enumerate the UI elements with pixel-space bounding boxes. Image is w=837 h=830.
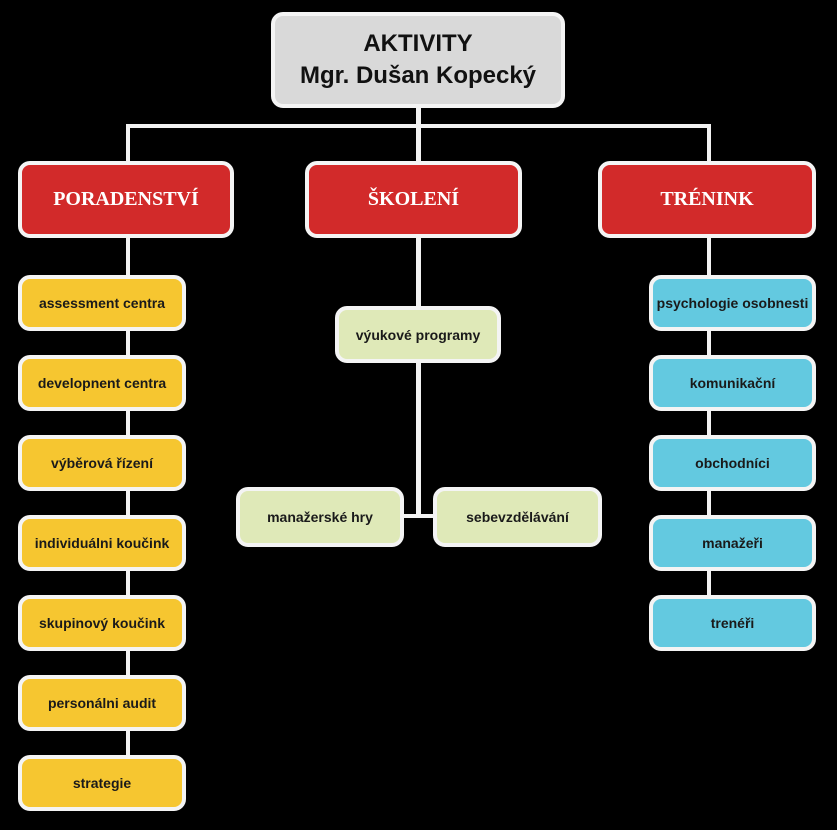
poradenstvi-item: developnent centra <box>18 355 186 411</box>
trenink-item: manažeři <box>649 515 816 571</box>
poradenstvi-item: assessment centra <box>18 275 186 331</box>
trenink-item: psychologie osobnesti <box>649 275 816 331</box>
connector <box>707 124 711 164</box>
connector <box>416 124 421 164</box>
category-skoleni: ŠKOLENÍ <box>305 161 522 238</box>
connector <box>707 235 711 600</box>
trenink-item: komunikační <box>649 355 816 411</box>
skoleni-item: výukové programy <box>335 306 501 363</box>
poradenstvi-item: výběrová řízení <box>18 435 186 491</box>
connector <box>416 106 421 128</box>
connector <box>400 514 436 518</box>
poradenstvi-item: skupinový koučink <box>18 595 186 651</box>
skoleni-item: manažerské hry <box>236 487 404 547</box>
poradenstvi-item: personálni audit <box>18 675 186 731</box>
trenink-item: trenéři <box>649 595 816 651</box>
connector <box>126 235 130 760</box>
trenink-item: obchodníci <box>649 435 816 491</box>
title-line-1: AKTIVITY <box>363 30 473 57</box>
category-trenink: TRÉNINK <box>598 161 816 238</box>
connector <box>416 235 421 518</box>
poradenstvi-item: individuálni koučink <box>18 515 186 571</box>
diagram-title: AKTIVITY Mgr. Dušan Kopecký <box>271 12 565 108</box>
connector <box>126 124 130 164</box>
category-poradenstvi: PORADENSTVÍ <box>18 161 234 238</box>
skoleni-item: sebevzdělávání <box>433 487 602 547</box>
poradenstvi-item: strategie <box>18 755 186 811</box>
title-line-2: Mgr. Dušan Kopecký <box>299 62 537 89</box>
